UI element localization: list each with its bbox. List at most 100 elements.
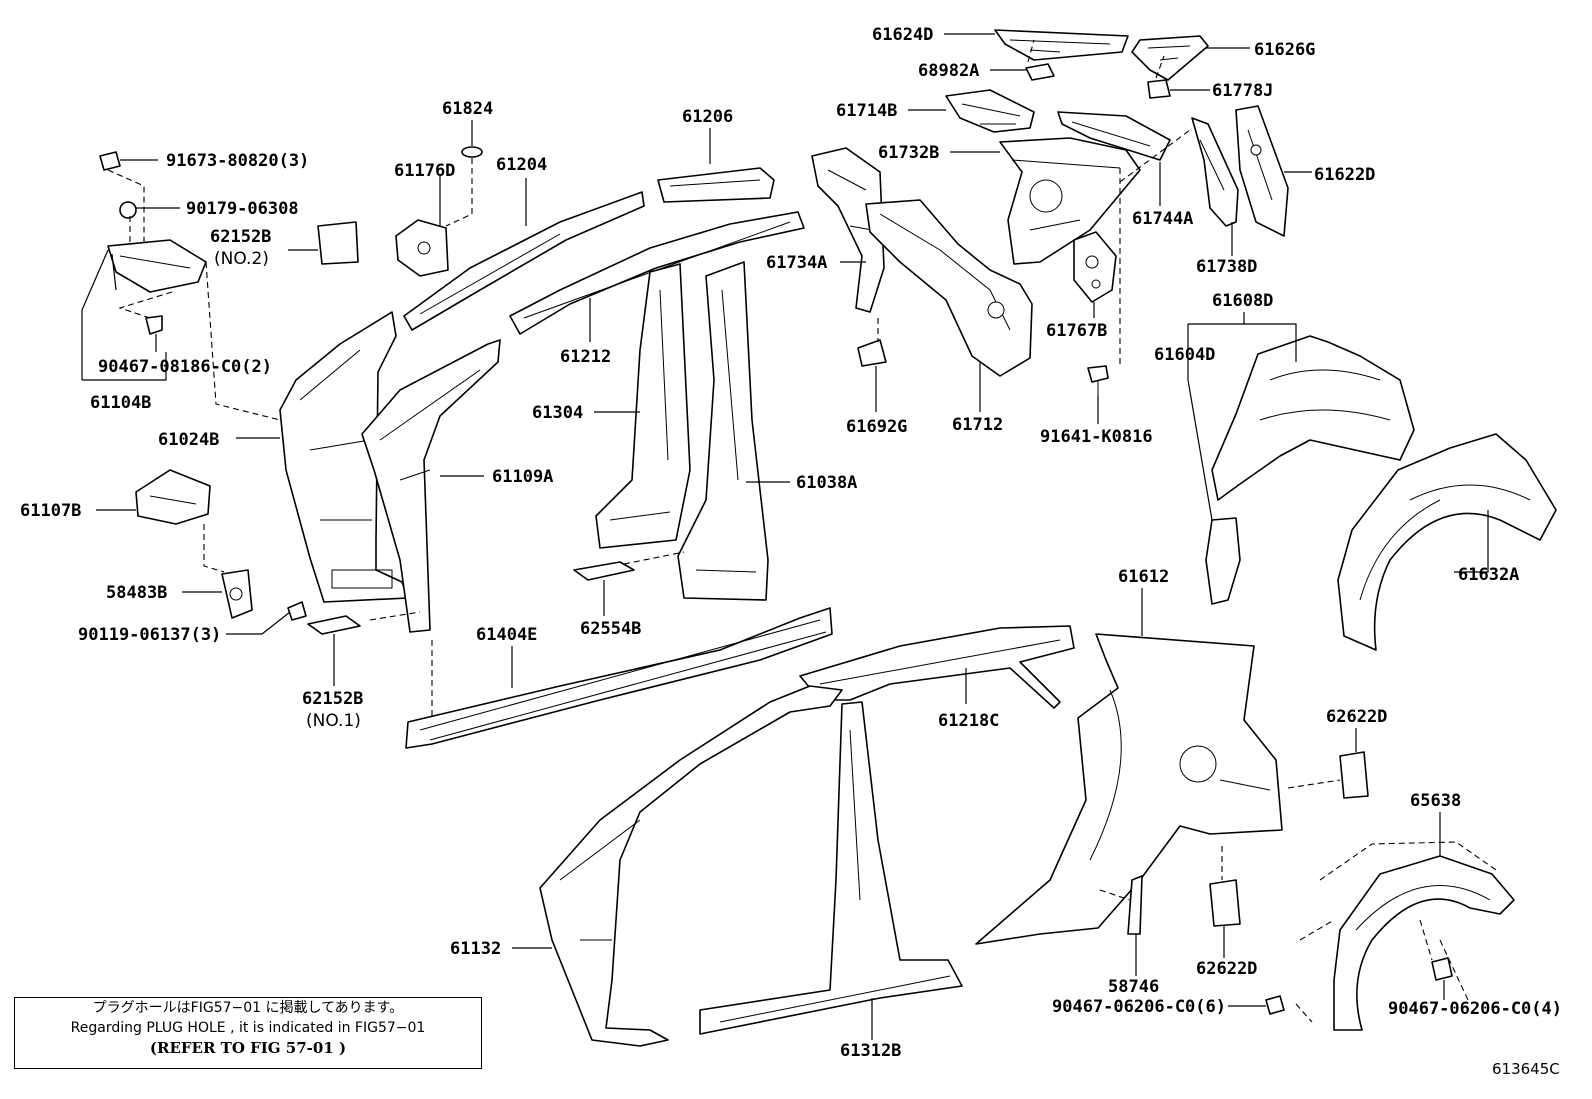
- callout-61312B[interactable]: 61312B: [840, 1041, 901, 1061]
- callout-61132[interactable]: 61132: [450, 939, 501, 959]
- part-61712[interactable]: [865, 199, 1033, 377]
- part-61109A[interactable]: [361, 339, 501, 633]
- callout-61218C[interactable]: 61218C: [938, 711, 999, 731]
- part-61604D[interactable]: [1205, 517, 1241, 605]
- note-line-english: Regarding PLUG HOLE , it is indicated in…: [70, 1020, 426, 1036]
- part-61626G[interactable]: [1131, 35, 1209, 81]
- callout-61107B[interactable]: 61107B: [20, 501, 81, 521]
- part-65638-liner[interactable]: [1333, 855, 1515, 1031]
- callout-61734A[interactable]: 61734A: [766, 253, 827, 273]
- part-61732B[interactable]: [999, 137, 1141, 265]
- pad-62622D-lower[interactable]: [1209, 879, 1241, 927]
- callout-91673[interactable]: 91673-80820(3): [166, 151, 309, 171]
- diagram-code: 613645C: [1492, 1060, 1560, 1078]
- part-61622D[interactable]: [1235, 105, 1289, 237]
- callout-61632A[interactable]: 61632A: [1458, 565, 1519, 585]
- part-61744A[interactable]: [1057, 111, 1171, 161]
- part-61218C[interactable]: [799, 625, 1075, 709]
- callout-61404E[interactable]: 61404E: [476, 625, 537, 645]
- part-61104B-bracket[interactable]: [107, 239, 207, 293]
- part-61312B[interactable]: [699, 701, 963, 1035]
- callout-91641[interactable]: 91641-K0816: [1040, 427, 1153, 447]
- callout-58483B[interactable]: 58483B: [106, 583, 167, 603]
- part-61206[interactable]: [657, 167, 775, 203]
- bolt-90119-06137[interactable]: [287, 601, 307, 621]
- pad-62152B-no1[interactable]: [307, 615, 361, 635]
- callout-90119[interactable]: 90119-06137(3): [78, 625, 221, 645]
- callout-61824[interactable]: 61824: [442, 99, 493, 119]
- part-61608D[interactable]: [1211, 335, 1415, 501]
- bolt-91673-80820[interactable]: [99, 151, 121, 171]
- callout-90467-06206-4[interactable]: 90467-06206-C0(4): [1388, 999, 1562, 1019]
- callout-61604D[interactable]: 61604D: [1154, 345, 1215, 365]
- callout-61206[interactable]: 61206: [682, 107, 733, 127]
- part-61304[interactable]: [595, 263, 691, 549]
- callout-61608D[interactable]: 61608D: [1212, 291, 1273, 311]
- callout-61714B[interactable]: 61714B: [836, 101, 897, 121]
- part-61714B[interactable]: [945, 89, 1035, 133]
- callout-61104B[interactable]: 61104B: [90, 393, 151, 413]
- nut-90467-06206-b[interactable]: [1265, 995, 1285, 1015]
- part-61176D[interactable]: [395, 219, 449, 277]
- nut-90179-06308[interactable]: [119, 201, 137, 219]
- part-61624D[interactable]: [994, 29, 1129, 61]
- part-61632A[interactable]: [1337, 433, 1557, 651]
- clip-90467-08186[interactable]: [145, 315, 163, 335]
- part-68982A[interactable]: [1025, 63, 1055, 81]
- part-61692G[interactable]: [857, 339, 887, 367]
- callout-61744A[interactable]: 61744A: [1132, 209, 1193, 229]
- part-61132[interactable]: [539, 685, 843, 1047]
- callout-61109A[interactable]: 61109A: [492, 467, 553, 487]
- callout-61738D[interactable]: 61738D: [1196, 257, 1257, 277]
- callout-61612[interactable]: 61612: [1118, 567, 1169, 587]
- part-61767B[interactable]: [1073, 231, 1117, 303]
- callout-62152B-no2[interactable]: 62152B: [210, 227, 271, 247]
- part-61038A[interactable]: [677, 261, 769, 601]
- leader-lines: [81, 33, 1489, 1040]
- callout-62622D-bottom[interactable]: 62622D: [1196, 959, 1257, 979]
- part-61107B[interactable]: [135, 469, 211, 525]
- pad-62152B-no2[interactable]: [317, 221, 359, 265]
- assembly-lines: [107, 39, 1497, 1023]
- pad-62622D-upper[interactable]: [1339, 751, 1369, 799]
- callout-62554B[interactable]: 62554B: [580, 619, 641, 639]
- callout-65638[interactable]: 65638: [1410, 791, 1461, 811]
- callout-61212[interactable]: 61212: [560, 347, 611, 367]
- note-line-reference[interactable]: (REFER TO FIG 57-01 ): [149, 1039, 347, 1057]
- callout-61767B[interactable]: 61767B: [1046, 321, 1107, 341]
- callout-61692G[interactable]: 61692G: [846, 417, 907, 437]
- callout-62622D-top[interactable]: 62622D: [1326, 707, 1387, 727]
- callout-58746[interactable]: 58746: [1108, 977, 1159, 997]
- bolt-91641-K0816[interactable]: [1087, 365, 1109, 396]
- callout-61304[interactable]: 61304: [532, 403, 583, 423]
- callout-62152B-no1[interactable]: 62152B: [302, 689, 363, 709]
- callout-61712[interactable]: 61712: [952, 415, 1003, 435]
- part-61734A[interactable]: [811, 147, 885, 313]
- part-61404E[interactable]: [405, 607, 833, 749]
- part-61738D[interactable]: [1191, 117, 1239, 227]
- callout-68982A[interactable]: 68982A: [918, 61, 979, 81]
- callout-90467-06206-6[interactable]: 90467-06206-C0(6): [1052, 997, 1226, 1017]
- callout-61176D[interactable]: 61176D: [394, 161, 455, 181]
- callout-61622D[interactable]: 61622D: [1314, 165, 1375, 185]
- pad-62554B[interactable]: [573, 561, 635, 581]
- callout-61626G[interactable]: 61626G: [1254, 40, 1315, 60]
- callout-90467-08186[interactable]: 90467-08186-C0(2): [98, 357, 272, 377]
- callout-61204[interactable]: 61204: [496, 155, 547, 175]
- nut-90467-06206-a[interactable]: [1431, 957, 1453, 981]
- part-61204[interactable]: [403, 191, 645, 331]
- seal-58746[interactable]: [1127, 875, 1143, 935]
- part-61778J[interactable]: [1147, 79, 1171, 99]
- washer-61824[interactable]: [461, 146, 483, 158]
- callout-90179[interactable]: 90179-06308: [186, 199, 299, 219]
- part-58483B[interactable]: [221, 569, 253, 619]
- callout-62152B-no1-sub: (NO.1): [306, 711, 361, 731]
- callout-61038A[interactable]: 61038A: [796, 473, 857, 493]
- callout-61732B[interactable]: 61732B: [878, 143, 939, 163]
- callout-61778J[interactable]: 61778J: [1212, 81, 1273, 101]
- part-61612[interactable]: [975, 633, 1283, 945]
- callout-61024B[interactable]: 61024B: [158, 430, 219, 450]
- callout-61624D[interactable]: 61624D: [872, 25, 933, 45]
- part-61024B[interactable]: [279, 311, 409, 603]
